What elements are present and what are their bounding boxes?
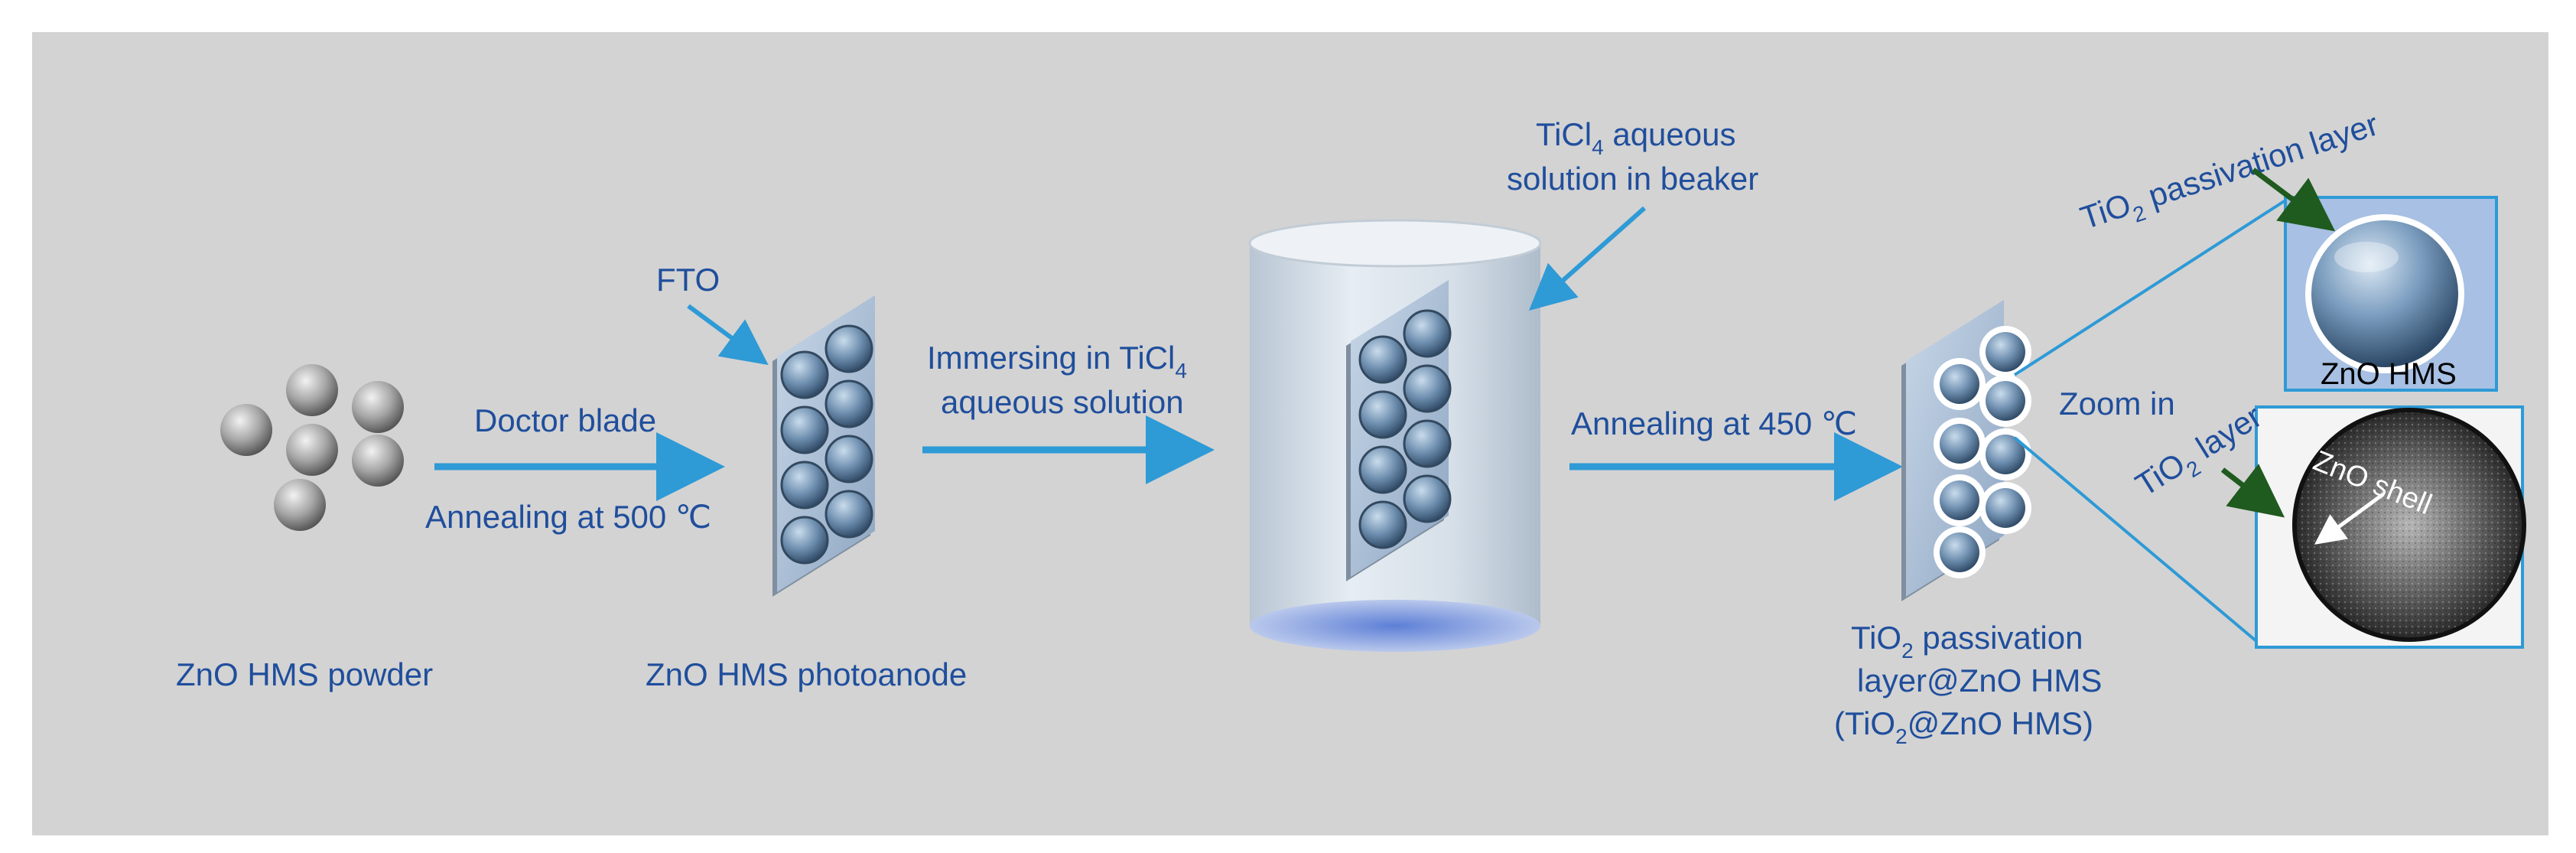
zno-hms-inset-label: ZnO HMS [2321,357,2457,391]
zoom-line-upper [2013,199,2287,376]
passivated-plate [1901,300,2031,601]
immersed-plate [1346,280,1452,581]
zno-hms-inset [2284,196,2498,392]
fto-label: FTO [656,262,720,298]
annealing-500-label: Annealing at 500 ℃ [425,499,711,535]
zoom-in-label: Zoom in [2059,386,2175,422]
tio2-layer-arrow [2220,464,2285,518]
immersing-label-line2: aqueous solution [941,384,1184,420]
passivation-layer-arrow [2251,168,2336,232]
zno-shell-pointer-arrow [2314,492,2385,545]
result-label-line2: layer@ZnO HMS [1857,663,2102,698]
zoom-line-lower [2013,436,2258,643]
ticl4-label-line1: TiCl4 aqueous [1536,116,1736,159]
doctor-blade-label: Doctor blade [474,402,656,438]
tem-image-inset [2255,405,2526,649]
annealing-450-label: Annealing at 450 ℃ [1571,405,1857,441]
zno-hms-powder-spheres [220,364,404,531]
result-label-line1: TiO2 passivation [1851,620,2083,663]
photoanode-label: ZnO HMS photoanode [646,656,967,692]
powder-label: ZnO HMS powder [176,656,433,692]
zno-photoanode-plate [772,295,875,597]
ticl4-pointer-arrow [1529,206,1646,311]
photoanode-spheres [780,324,873,565]
result-label-line3: (TiO2@ZnO HMS) [1834,705,2093,748]
ticl4-label-line2: solution in beaker [1507,161,1758,197]
immersing-label-line1: Immersing in TiCl4 [927,340,1187,383]
fto-pointer-arrow [687,304,769,366]
